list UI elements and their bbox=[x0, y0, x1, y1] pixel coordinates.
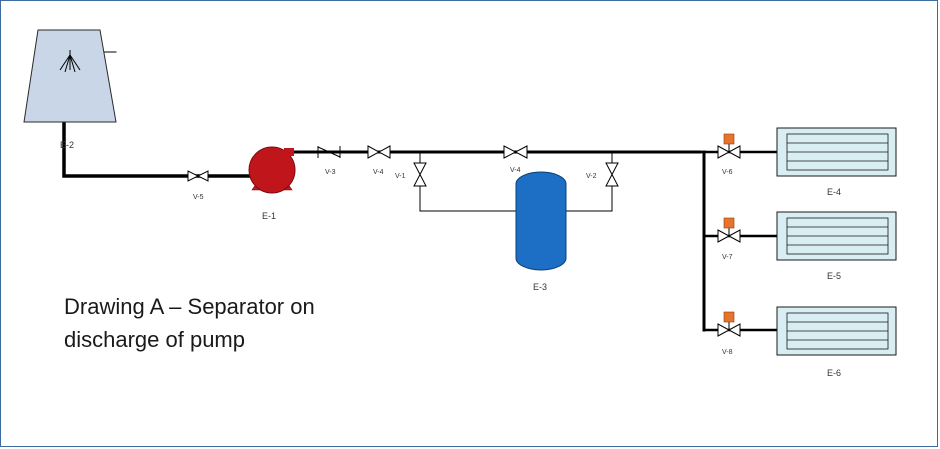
pump-casing bbox=[248, 146, 296, 194]
actuator-icon bbox=[723, 217, 735, 229]
separator-loop-return bbox=[565, 151, 613, 212]
valve-v1-label: V-1 bbox=[395, 173, 406, 180]
valve-v4-inline[interactable] bbox=[367, 145, 391, 159]
valve-v1[interactable] bbox=[413, 162, 427, 187]
valve-v6[interactable] bbox=[717, 133, 741, 159]
exchanger-tubes bbox=[787, 226, 888, 246]
separator-loop bbox=[419, 151, 517, 212]
pump-e1[interactable] bbox=[248, 146, 296, 194]
exchanger-e4[interactable] bbox=[776, 127, 897, 177]
caption-line-2: discharge of pump bbox=[64, 327, 245, 352]
valve-v7-label: V-7 bbox=[722, 254, 733, 261]
valve-v2[interactable] bbox=[605, 162, 619, 187]
valve-v3[interactable] bbox=[317, 146, 341, 158]
actuator-icon bbox=[723, 311, 735, 323]
valve-v8-label: V-8 bbox=[722, 349, 733, 356]
exchanger-e6-label: E-6 bbox=[827, 368, 841, 378]
valve-v5[interactable] bbox=[187, 170, 209, 182]
gate-valve-icon bbox=[413, 162, 427, 187]
gate-valve-icon bbox=[503, 145, 528, 159]
valve-v8[interactable] bbox=[717, 311, 741, 337]
suction-pipe bbox=[62, 120, 254, 178]
drawing-caption: Drawing A – Separator on discharge of pu… bbox=[64, 290, 404, 356]
gate-valve-icon bbox=[605, 162, 619, 187]
pump-discharge-nozzle bbox=[284, 148, 294, 156]
tank-e2[interactable] bbox=[23, 29, 117, 123]
spray-nozzle-icon bbox=[59, 50, 81, 73]
separator-vessel bbox=[515, 171, 567, 271]
valve-v5-label: V-5 bbox=[193, 194, 204, 201]
valve-v6-label: V-6 bbox=[722, 169, 733, 176]
valve-v4-bypass[interactable] bbox=[503, 145, 528, 159]
gate-valve-icon bbox=[367, 145, 391, 159]
exchanger-e4-label: E-4 bbox=[827, 187, 841, 197]
check-valve-icon bbox=[317, 146, 341, 158]
separator-e3[interactable] bbox=[515, 171, 567, 271]
piping bbox=[62, 51, 780, 332]
exchanger-tubes bbox=[787, 321, 888, 341]
exchanger-e5-label: E-5 bbox=[827, 271, 841, 281]
exchanger-e5[interactable] bbox=[776, 211, 897, 261]
valve-v2-label: V-2 bbox=[586, 173, 597, 180]
tank-body bbox=[23, 29, 117, 123]
valve-v7[interactable] bbox=[717, 217, 741, 243]
tank-e2-label: E-2 bbox=[60, 140, 74, 150]
separator-e3-label: E-3 bbox=[533, 282, 547, 292]
valve-v4-bypass-label: V-4 bbox=[510, 167, 521, 174]
exchanger-tubes bbox=[787, 142, 888, 162]
caption-line-1: Drawing A – Separator on bbox=[64, 294, 315, 319]
valve-v3-label: V-3 bbox=[325, 169, 336, 176]
pump-e1-label: E-1 bbox=[262, 211, 276, 221]
actuator-icon bbox=[723, 133, 735, 145]
gate-valve-icon bbox=[187, 170, 209, 182]
valve-v4-inline-label: V-4 bbox=[373, 169, 384, 176]
exchanger-e6[interactable] bbox=[776, 306, 897, 356]
